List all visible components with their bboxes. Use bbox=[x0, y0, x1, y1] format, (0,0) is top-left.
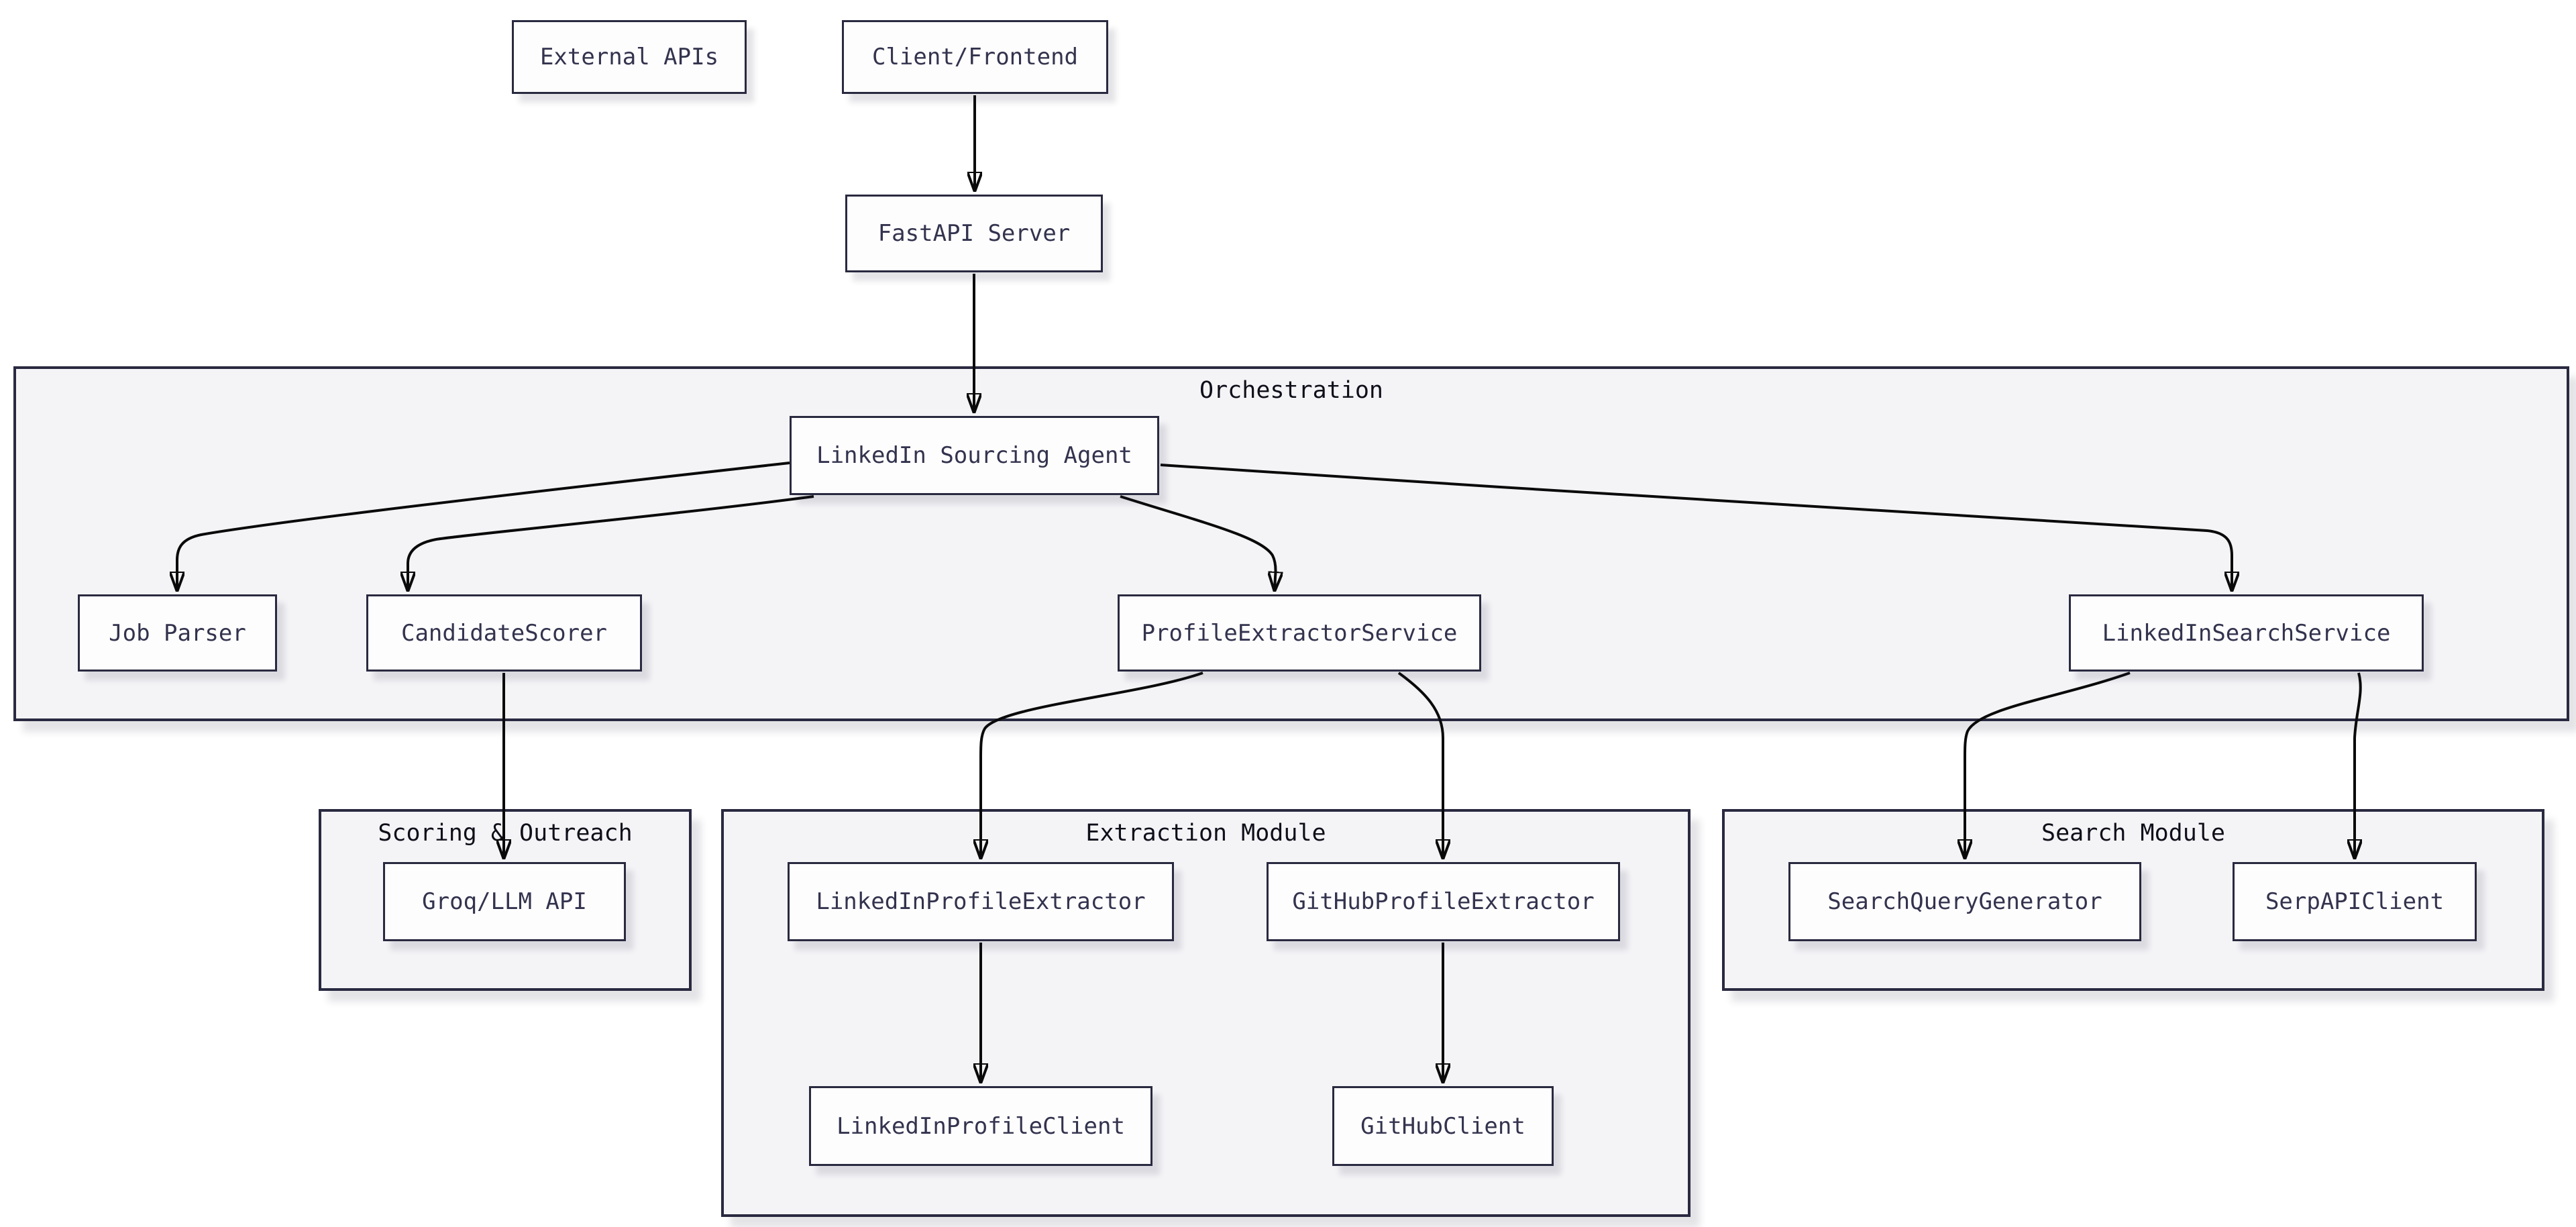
node-search-query-generator: SearchQueryGenerator bbox=[1788, 862, 2141, 941]
edge-linkedin-search-service-to-serpapi-client bbox=[2355, 672, 2361, 858]
node-job-parser-label: Job Parser bbox=[109, 619, 246, 647]
node-fastapi-server-label: FastAPI Server bbox=[877, 220, 1071, 247]
edge-linkedin-sourcing-agent-to-candidate-scorer bbox=[408, 495, 814, 590]
node-external-apis-label: External APIs bbox=[539, 44, 719, 70]
node-linkedin-sourcing-agent-label: LinkedIn Sourcing Agent bbox=[816, 442, 1132, 469]
edge-linkedin-sourcing-agent-to-job-parser bbox=[177, 462, 790, 590]
node-search-query-generator-label: SearchQueryGenerator bbox=[1827, 888, 2102, 915]
node-linkedin-profile-client-label: LinkedInProfileClient bbox=[837, 1112, 1125, 1140]
node-groq-llm-api-label: Groq/LLM API bbox=[422, 888, 587, 915]
node-github-client-label: GitHubClient bbox=[1360, 1112, 1525, 1140]
node-linkedin-profile-client: LinkedInProfileClient bbox=[809, 1086, 1152, 1166]
node-groq-llm-api: Groq/LLM API bbox=[383, 862, 626, 941]
node-linkedin-profile-extractor: LinkedInProfileExtractor bbox=[788, 862, 1174, 941]
node-linkedin-search-service-label: LinkedInSearchService bbox=[2102, 619, 2391, 647]
node-job-parser: Job Parser bbox=[78, 594, 277, 672]
node-github-client: GitHubClient bbox=[1332, 1086, 1554, 1166]
node-candidate-scorer-label: CandidateScorer bbox=[400, 619, 608, 647]
node-linkedin-search-service: LinkedInSearchService bbox=[2069, 594, 2424, 672]
node-fastapi-server: FastAPI Server bbox=[845, 195, 1103, 272]
node-serpapi-client: SerpAPIClient bbox=[2233, 862, 2477, 941]
node-profile-extractor-service-label: ProfileExtractorService bbox=[1141, 619, 1458, 647]
edge-linkedin-sourcing-agent-to-profile-extractor-service bbox=[1120, 495, 1276, 590]
node-profile-extractor-service: ProfileExtractorService bbox=[1118, 594, 1481, 672]
node-linkedin-sourcing-agent: LinkedIn Sourcing Agent bbox=[790, 416, 1159, 495]
edge-profile-extractor-service-to-linkedin-profile-extractor bbox=[981, 672, 1203, 858]
node-client-frontend-label: Client/Frontend bbox=[871, 44, 1079, 70]
cluster-extraction-module-label: Extraction Module bbox=[1085, 820, 1326, 847]
edge-linkedin-search-service-to-search-query-generator bbox=[1965, 672, 2131, 858]
node-external-apis: External APIs bbox=[512, 20, 747, 94]
node-github-profile-extractor: GitHubProfileExtractor bbox=[1267, 862, 1620, 941]
edge-profile-extractor-service-to-github-profile-extractor bbox=[1397, 672, 1443, 858]
node-candidate-scorer: CandidateScorer bbox=[366, 594, 642, 672]
cluster-orchestration-label: Orchestration bbox=[1199, 377, 1383, 404]
node-github-profile-extractor-label: GitHubProfileExtractor bbox=[1292, 888, 1595, 915]
node-client-frontend: Client/Frontend bbox=[842, 20, 1108, 94]
node-linkedin-profile-extractor-label: LinkedInProfileExtractor bbox=[816, 888, 1146, 915]
edge-linkedin-sourcing-agent-to-linkedin-search-service bbox=[1160, 464, 2232, 590]
node-serpapi-client-label: SerpAPIClient bbox=[2265, 888, 2445, 915]
cluster-search-module-label: Search Module bbox=[2041, 820, 2225, 847]
